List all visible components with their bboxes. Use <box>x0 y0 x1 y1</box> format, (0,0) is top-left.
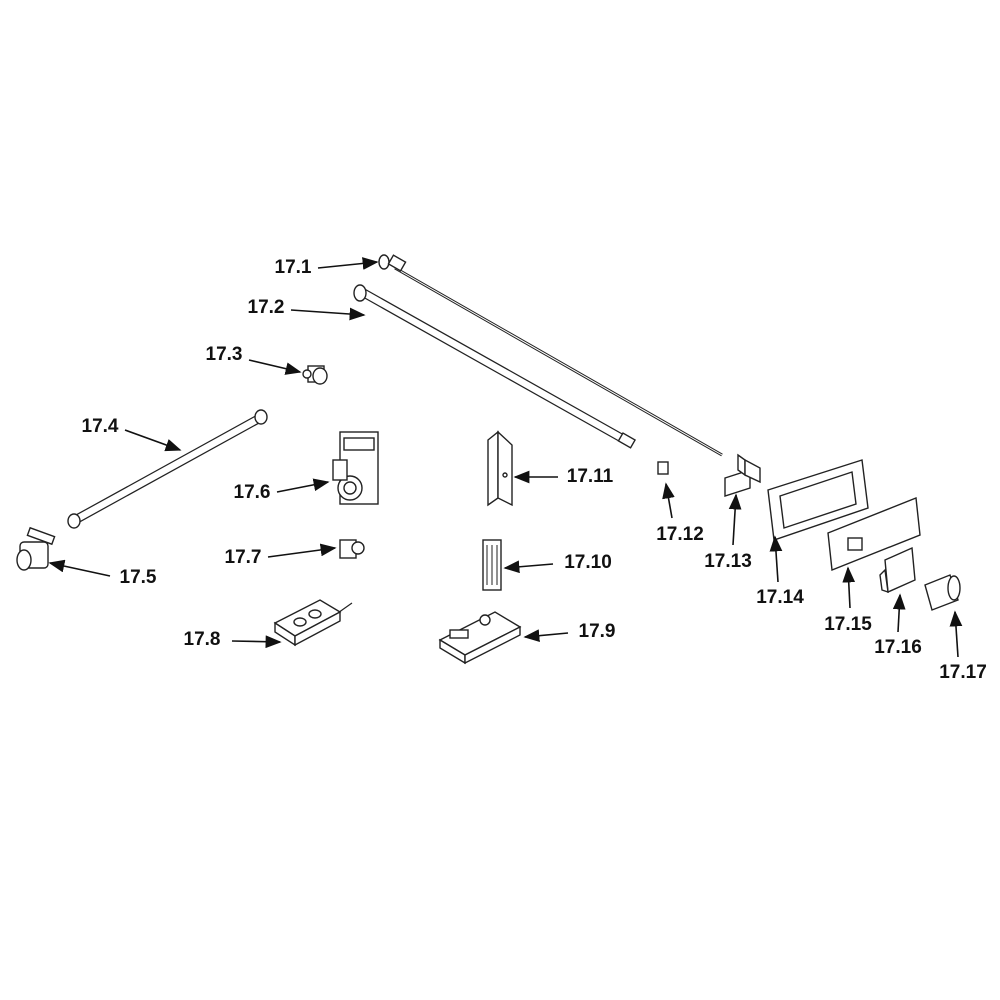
part-label-17-2: 17.2 <box>247 297 285 318</box>
part-17-9-ignition-module <box>438 611 522 665</box>
part-label-17-7: 17.7 <box>224 547 262 568</box>
part-17-15-switch-plate <box>827 497 921 571</box>
part-label-17-11: 17.11 <box>566 466 614 487</box>
part-17-16-switch-bracket <box>879 546 916 594</box>
part-17-6-gas-valve <box>332 431 379 505</box>
part-label-17-12: 17.12 <box>656 524 704 545</box>
part-label-17-14: 17.14 <box>756 587 804 608</box>
part-label-17-6: 17.6 <box>233 482 271 503</box>
part-17-12-sleeve <box>657 461 669 475</box>
part-17-14-gasket-frame <box>767 459 869 541</box>
part-label-17-1: 17.1 <box>274 257 312 278</box>
part-label-17-10: 17.10 <box>564 552 612 573</box>
part-17-11-bracket <box>487 430 513 507</box>
part-label-17-4: 17.4 <box>81 416 119 437</box>
part-17-17-cap <box>924 574 961 611</box>
part-17-10-connector <box>482 539 502 591</box>
part-17-7-elbow-fitting <box>339 539 365 559</box>
part-label-17-5: 17.5 <box>119 567 157 588</box>
part-17-1-thermocouple <box>378 254 723 457</box>
part-17-5-shutoff-valve <box>16 526 56 571</box>
part-17-2-gas-tube <box>353 284 637 449</box>
part-label-17-15: 17.15 <box>824 614 872 635</box>
part-label-17-3: 17.3 <box>205 344 243 365</box>
part-label-17-9: 17.9 <box>578 621 616 642</box>
part-label-17-8: 17.8 <box>183 629 221 650</box>
part-17-3-elbow-fitting <box>302 365 328 385</box>
part-label-17-17: 17.17 <box>939 662 987 683</box>
leader-arrows <box>48 257 963 658</box>
part-17-13-bracket <box>724 453 761 497</box>
part-17-8-battery-holder <box>273 599 353 647</box>
part-17-4-flex-tube <box>67 409 268 529</box>
part-label-17-13: 17.13 <box>704 551 752 572</box>
part-label-17-16: 17.16 <box>874 637 922 658</box>
